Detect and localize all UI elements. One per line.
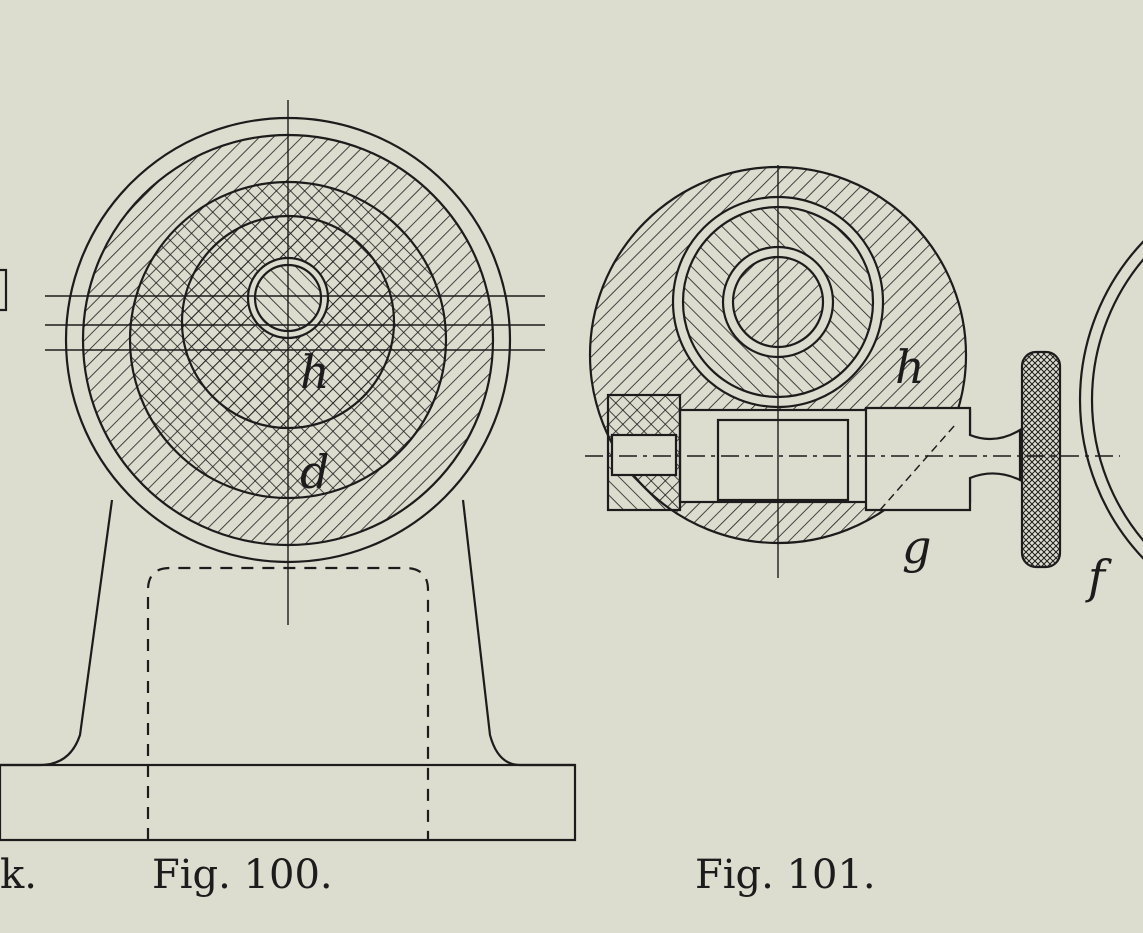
fig100-label-d: d (300, 445, 330, 499)
fig101-label-g: g (902, 520, 932, 574)
fig101-label-f: f (1088, 550, 1106, 604)
fig101-mechanism (585, 165, 1120, 578)
right-fragment-wheel (1078, 240, 1143, 560)
fig101-caption: Fig. 101. (695, 852, 876, 898)
left-fragment-caption: k. (0, 852, 37, 898)
fig100-bearing (45, 100, 545, 625)
fig100-label-h: h (300, 345, 330, 399)
fig100-caption: Fig. 100. (152, 852, 333, 898)
left-fragment-part (0, 268, 8, 312)
fig101-label-h: h (895, 340, 925, 394)
